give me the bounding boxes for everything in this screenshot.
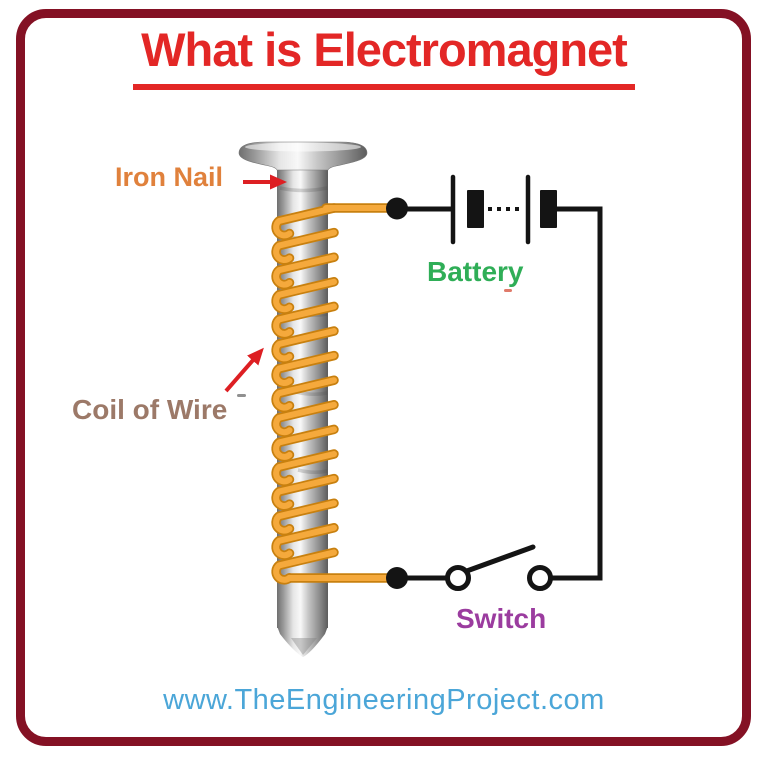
nail-tip-shade bbox=[291, 638, 317, 655]
battery-plate-short bbox=[467, 190, 484, 228]
terminal-dot-bottom bbox=[386, 567, 408, 589]
switch-symbol bbox=[445, 544, 553, 591]
battery-label: Battery bbox=[427, 256, 524, 287]
coil-of-wire bbox=[271, 203, 402, 585]
coil-loop bbox=[273, 475, 337, 509]
coil-loop bbox=[273, 328, 337, 362]
coil-loops bbox=[273, 205, 337, 583]
nail-head-highlight bbox=[245, 142, 361, 152]
nail-shine-band bbox=[297, 468, 328, 475]
wire-right bbox=[548, 206, 603, 581]
circuit bbox=[386, 174, 603, 591]
website-url: www.TheEngineeringProject.com bbox=[163, 684, 605, 716]
coil-arrow bbox=[224, 347, 264, 393]
page-title: What is Electromagnet bbox=[133, 22, 635, 90]
coil-loop bbox=[273, 205, 337, 239]
switch-lever bbox=[461, 544, 536, 575]
page-border bbox=[16, 9, 751, 746]
coil-loop bbox=[273, 377, 337, 411]
coil-loop bbox=[273, 426, 337, 460]
battery-symbol bbox=[450, 174, 557, 245]
coil-loop bbox=[273, 500, 337, 534]
switch-contact-right bbox=[527, 565, 553, 591]
coil-loop bbox=[273, 303, 337, 337]
title-wrap: What is Electromagnet bbox=[0, 22, 768, 90]
coil-loop bbox=[273, 524, 337, 559]
switch-label: Switch bbox=[456, 603, 547, 634]
stray-mark bbox=[237, 394, 246, 397]
coil-loop bbox=[273, 278, 337, 313]
nail-tip bbox=[277, 626, 328, 657]
coil-loop bbox=[273, 451, 337, 485]
stray-mark bbox=[504, 289, 512, 292]
coil-loop bbox=[273, 401, 337, 436]
coil-loop bbox=[273, 229, 337, 263]
coil-loop bbox=[273, 352, 337, 386]
battery-plate-short bbox=[540, 190, 557, 228]
switch-contact-left bbox=[445, 565, 471, 591]
coil-of-wire-label: Coil of Wire bbox=[72, 394, 228, 425]
coil-loop bbox=[273, 254, 337, 288]
coil-loop bbox=[273, 549, 337, 583]
terminal-dot-top bbox=[386, 197, 408, 220]
iron-nail-label: Iron Nail bbox=[115, 162, 224, 192]
